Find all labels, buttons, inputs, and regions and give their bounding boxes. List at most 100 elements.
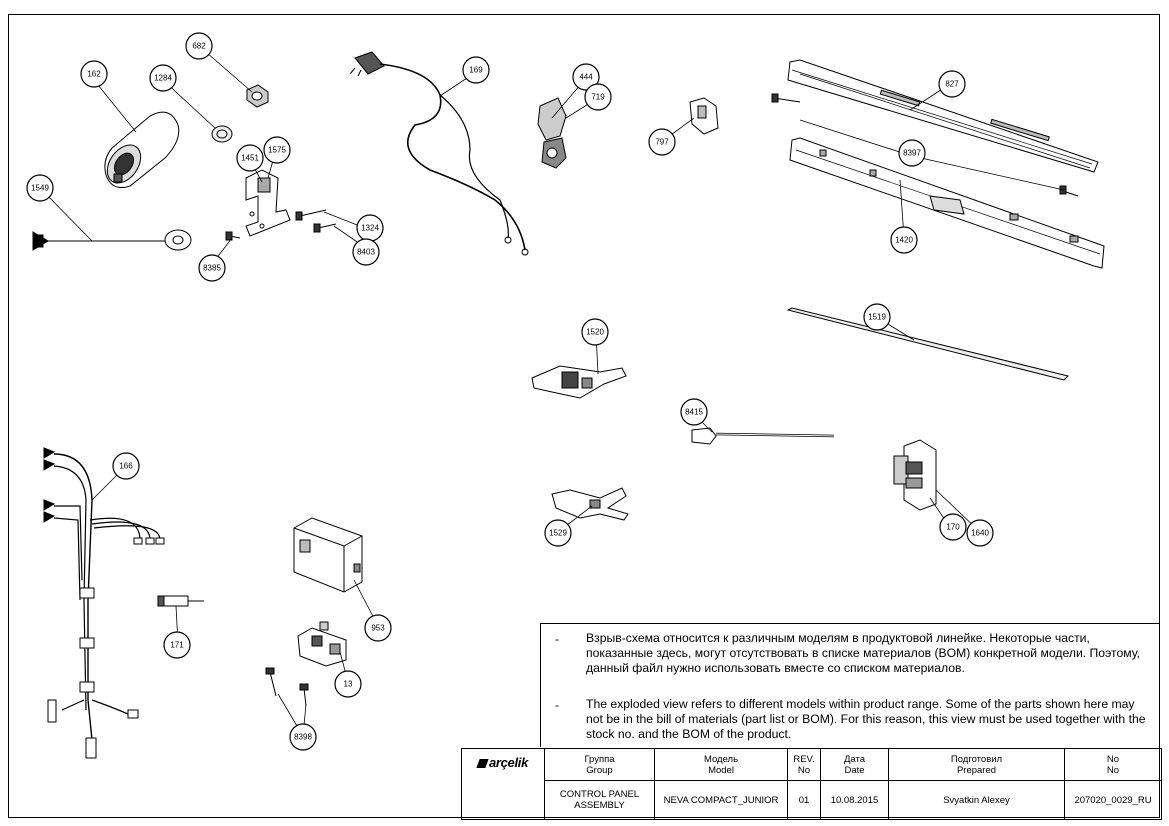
callout-1519: 1519 (863, 303, 891, 331)
callout-circle (898, 139, 926, 167)
callout-166: 166 (112, 452, 140, 480)
callout-1549: 1549 (26, 174, 54, 202)
part-13-door-switch (297, 621, 347, 667)
callout-circle (26, 174, 54, 202)
callout-1640: 1640 (966, 519, 994, 547)
part-171-connector (157, 595, 204, 607)
callout-label: 827 (945, 80, 959, 89)
callout-label: 8415 (685, 408, 703, 417)
model-value: NEVA COMPACT_JUNIOR (654, 780, 788, 820)
callout-circle (352, 238, 380, 266)
callout-label: 8385 (203, 264, 221, 273)
callout-circle (890, 226, 918, 254)
callout-label: 8403 (357, 248, 375, 257)
callout-label: 953 (371, 624, 385, 633)
callout-label: 169 (469, 66, 483, 75)
callout-953: 953 (364, 614, 392, 642)
callout-label: 13 (344, 680, 353, 689)
prepared-label-en: Prepared (956, 764, 997, 776)
callout-162: 162 (80, 60, 108, 88)
callout-circle (581, 318, 609, 346)
callout-circle (236, 144, 264, 172)
callout-circle (939, 513, 967, 541)
brand-mark-icon (476, 759, 489, 768)
callout-label: 1640 (971, 529, 989, 538)
callout-label: 162 (87, 70, 101, 79)
callout-label: 682 (192, 42, 206, 51)
note-ru: Взрыв-схема относится к различным моделя… (586, 631, 1141, 675)
callout-circle (334, 670, 362, 698)
callout-1529: 1529 (544, 519, 572, 547)
callout-circle (149, 64, 177, 92)
callout-719: 719 (584, 83, 612, 111)
document-number: 207020_0029_RU (1064, 780, 1162, 820)
part-166-wire-harness (43, 447, 165, 759)
callout-circle (198, 254, 226, 282)
disclaimer-box: - Взрыв-схема относится к различным моде… (540, 623, 1160, 747)
callout-169: 169 (462, 56, 490, 84)
callout-circle (263, 136, 291, 164)
group-label-en: Group (586, 764, 613, 776)
part-1519-strip (786, 307, 1069, 381)
callout-label: 1284 (154, 74, 172, 83)
rev-value: 01 (787, 780, 821, 820)
callout-label: 8397 (903, 149, 921, 158)
no-sub-label: No (1106, 764, 1120, 776)
callout-1520: 1520 (581, 318, 609, 346)
callout-8398: 8398 (289, 723, 317, 751)
part-953-box (293, 517, 363, 593)
callout-label: 797 (655, 138, 669, 147)
part-1420-rail (789, 137, 1105, 269)
callout-label: 719 (591, 93, 605, 102)
callout-8385: 8385 (198, 254, 226, 282)
note-en: The exploded view refers to different mo… (586, 697, 1146, 741)
callout-circle (572, 63, 600, 91)
part-170-door-lock (893, 439, 937, 511)
no-label: No (1106, 753, 1120, 765)
callout-label: 171 (170, 641, 184, 650)
model-label-en: Model (708, 764, 734, 776)
logo-cell: arçelik (461, 748, 545, 820)
callout-170: 170 (939, 513, 967, 541)
part-797-clip (689, 97, 719, 135)
callout-1451: 1451 (236, 144, 264, 172)
rev-sub-label: No (797, 764, 811, 776)
part-169-power-cord (349, 51, 529, 256)
note-dash-ru: - (555, 632, 560, 646)
callout-circle (185, 32, 213, 60)
callout-label: 1420 (895, 236, 913, 245)
callout-8403: 8403 (352, 238, 380, 266)
part-1284-ring (211, 125, 233, 143)
part-682-nut (246, 84, 269, 108)
callout-1420: 1420 (890, 226, 918, 254)
callout-circle (544, 519, 572, 547)
callout-circle (938, 70, 966, 98)
part-1549-rod (32, 229, 192, 251)
part-8415-cable-tie (691, 427, 835, 445)
callout-circle (863, 303, 891, 331)
callout-circle (680, 398, 708, 426)
callout-827: 827 (938, 70, 966, 98)
part-162-capacitor (104, 111, 180, 189)
callout-8397: 8397 (898, 139, 926, 167)
callout-circle (462, 56, 490, 84)
date-label-ru: Дата (843, 753, 866, 765)
callout-8415: 8415 (680, 398, 708, 426)
callout-circle (364, 614, 392, 642)
date-value: 10.08.2015 (820, 780, 889, 820)
callout-label: 1324 (361, 224, 379, 233)
part-1324-screws (225, 209, 337, 241)
part-444-switch (537, 97, 567, 169)
callout-circle (112, 452, 140, 480)
part-827-rail (771, 59, 1099, 173)
prepared-value: Svyatkin Alexey (888, 780, 1065, 820)
group-label-ru: Группа (584, 753, 615, 765)
callout-1284: 1284 (149, 64, 177, 92)
callout-label: 1519 (868, 313, 886, 322)
callout-682: 682 (185, 32, 213, 60)
